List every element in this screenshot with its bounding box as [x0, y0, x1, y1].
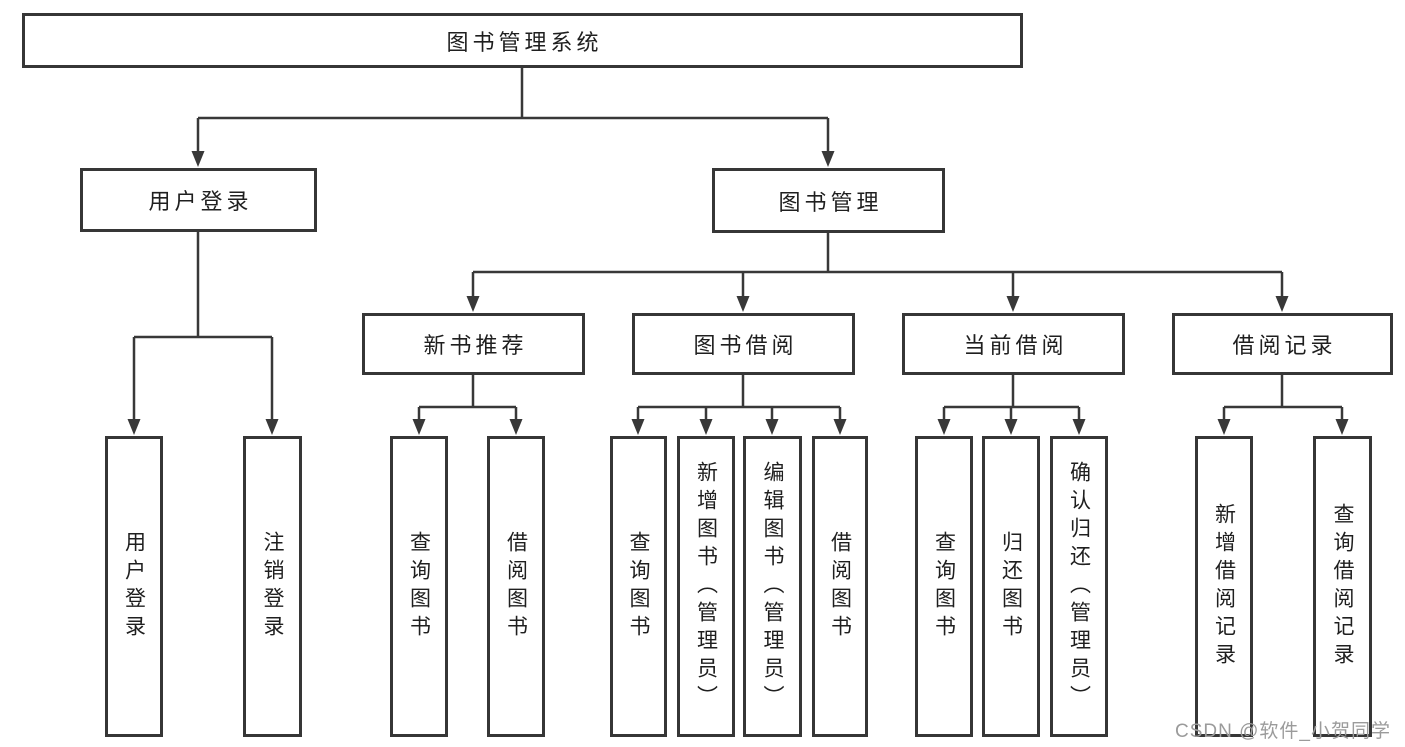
leaf-borrow-books-borrowing: 借阅图书 [812, 436, 868, 737]
leaf-user-login: 用户登录 [105, 436, 163, 737]
leaf-query-books-current: 查询图书 [915, 436, 973, 737]
leaf-label: 编辑图书（管理员） [761, 460, 784, 713]
leaf-label: 注销登录 [261, 530, 284, 643]
node-user-login: 用户登录 [80, 168, 317, 232]
leaf-label: 确认归还（管理员） [1067, 460, 1091, 713]
leaf-label: 归还图书 [999, 530, 1023, 643]
leaf-edit-book-admin: 编辑图书（管理员） [743, 436, 802, 737]
leaf-label: 查询图书 [932, 530, 956, 643]
node-new-book-recommend: 新书推荐 [362, 313, 585, 375]
node-book-borrowing: 图书借阅 [632, 313, 855, 375]
csdn-watermark: CSDN @软件_小贺同学 [1175, 721, 1391, 742]
leaf-label: 查询图书 [407, 530, 431, 643]
node-book-management: 图书管理 [712, 168, 945, 233]
leaf-add-borrow-record: 新增借阅记录 [1195, 436, 1253, 737]
node-borrowing-records: 借阅记录 [1172, 313, 1393, 375]
leaf-label: 查询借阅记录 [1331, 502, 1354, 671]
leaf-label: 新增图书（管理员） [694, 460, 718, 713]
leaf-confirm-return-admin: 确认归还（管理员） [1050, 436, 1108, 737]
node-root: 图书管理系统 [22, 13, 1023, 68]
node-current-borrowing: 当前借阅 [902, 313, 1125, 375]
leaf-add-book-admin: 新增图书（管理员） [677, 436, 735, 737]
arrowheads [127, 151, 1349, 435]
leaf-borrow-books-recommend: 借阅图书 [487, 436, 545, 737]
leaf-logout: 注销登录 [243, 436, 302, 737]
leaf-query-books-borrowing: 查询图书 [610, 436, 667, 737]
leaf-return-books: 归还图书 [982, 436, 1040, 737]
leaf-label: 借阅图书 [504, 530, 528, 643]
leaf-query-books-recommend: 查询图书 [390, 436, 448, 737]
leaf-label: 借阅图书 [828, 530, 852, 643]
leaf-query-borrow-record: 查询借阅记录 [1313, 436, 1372, 737]
leaf-label: 用户登录 [122, 530, 146, 643]
leaf-label: 新增借阅记录 [1212, 502, 1236, 671]
leaf-label: 查询图书 [627, 530, 650, 643]
